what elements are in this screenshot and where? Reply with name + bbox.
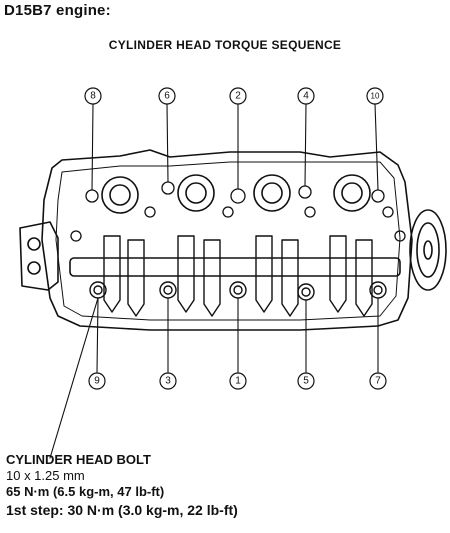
callout-4 xyxy=(297,87,315,105)
callout-7 xyxy=(369,372,387,390)
callout-label-7: 7 xyxy=(375,376,381,387)
callout-label-10: 10 xyxy=(371,92,380,101)
callout-label-1: 1 xyxy=(235,376,241,387)
callout-5 xyxy=(297,372,315,390)
callout-label-4: 4 xyxy=(303,91,309,102)
first-step-torque: 1st step: 30 N·m (3.0 kg-m, 22 lb-ft) xyxy=(6,502,238,518)
callout-8 xyxy=(84,87,102,105)
cam-caps xyxy=(101,174,371,214)
bolt-size: 10 x 1.25 mm xyxy=(6,468,85,483)
callout-6 xyxy=(158,87,176,105)
cam-pulley-hub xyxy=(416,222,440,278)
bolt-spec: CYLINDER HEAD BOLT 10 x 1.25 mm 65 N·m (… xyxy=(6,452,238,518)
callout-label-3: 3 xyxy=(165,376,171,387)
callout-9 xyxy=(88,372,106,390)
outline-inner xyxy=(55,161,401,321)
head-left-end xyxy=(19,221,59,291)
cam-pulley-icon xyxy=(409,209,447,291)
bolt-name: CYLINDER HEAD BOLT xyxy=(6,452,151,467)
cylinder-head-outline xyxy=(41,149,413,331)
leader-lines xyxy=(49,103,379,459)
rocker-arms xyxy=(103,235,373,317)
lower-bolts xyxy=(89,281,387,301)
rocker-shaft xyxy=(69,257,401,277)
diagram-title: CYLINDER HEAD TORQUE SEQUENCE xyxy=(108,38,342,52)
callout-label-5: 5 xyxy=(303,376,309,387)
bolt-torque: 65 N·m (6.5 kg-m, 47 lb-ft) xyxy=(6,484,165,499)
callout-label-2: 2 xyxy=(235,91,241,102)
left-stud-icon-2 xyxy=(27,261,41,275)
engine-title: D15B7 engine: xyxy=(4,2,111,19)
callout-2 xyxy=(229,87,247,105)
left-stud-icon xyxy=(27,237,41,251)
callout-3 xyxy=(159,372,177,390)
callout-1 xyxy=(229,372,247,390)
callout-label-6: 6 xyxy=(164,91,170,102)
callout-10 xyxy=(366,87,384,105)
cam-pulley-center xyxy=(423,240,433,260)
callout-label-9: 9 xyxy=(94,376,100,387)
callout-label-8: 8 xyxy=(90,91,96,102)
